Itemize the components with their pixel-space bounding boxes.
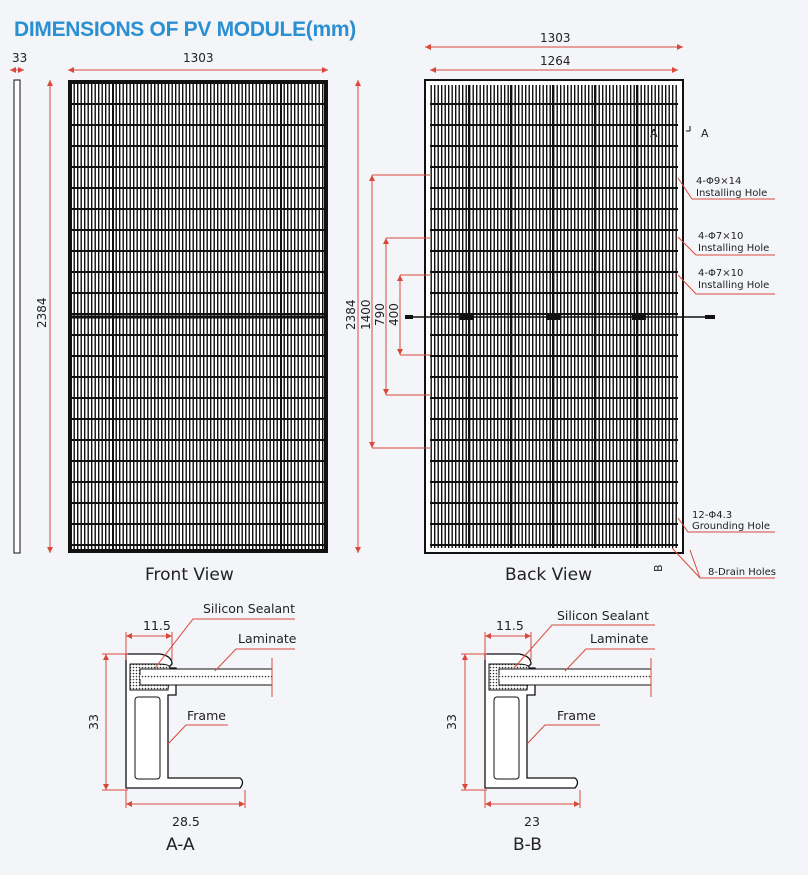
top-width-dim: 11.5 [143,618,171,633]
back-height-dim: 2384 [344,299,358,330]
connector [705,315,715,319]
junction-box [632,314,646,320]
callout-grounding-hole: 12-Φ4.3 Grounding Hole [677,510,775,533]
callout-drain-holes: 8-Drain Holes [671,547,776,579]
hole-spacing-1400: 1400 [359,299,373,330]
height-dim: 33 [444,714,459,730]
callout-text: Installing Hole [696,188,767,199]
section-b-b-label: B-B [513,835,542,855]
thickness-dim: 33 [12,51,27,65]
callout-text: Grounding Hole [692,521,770,532]
back-view-label: Back View [505,565,592,585]
callout-text: 8-Drain Holes [708,567,776,578]
hole-spacing-400: 400 [387,303,401,326]
connector [405,315,413,319]
callout-text: 4-Φ7×10 [698,231,743,242]
laminate-label: Laminate [238,631,297,646]
section-a-a-label: A-A [166,835,195,855]
laminate-label: Laminate [590,631,649,646]
silicon-sealant-label: Silicon Sealant [557,608,649,623]
callout-text: Installing Hole [698,243,769,254]
callout-text: Installing Hole [698,280,769,291]
junction-box [460,314,474,320]
back-view: 1303 1264 2384 1400 790 400 A A B 4-Φ9×1… [344,31,776,585]
front-height-dim: 2384 [35,297,49,328]
back-outer-width-dim: 1303 [540,31,571,45]
section-marker-a-inner: A [650,127,658,140]
callout-installing-hole-7x10-a: 4-Φ7×10 Installing Hole [677,231,775,256]
side-profile: 33 [10,51,27,554]
junction-box [547,314,561,320]
back-inner-width-dim: 1264 [540,54,571,68]
front-view: 1303 2384 Front View [35,51,328,585]
callout-installing-hole-9x14: 4-Φ9×14 Installing Hole [677,176,775,200]
callout-text: 4-Φ9×14 [696,176,741,187]
hole-spacing-790: 790 [373,303,387,326]
callout-text: 12-Φ4.3 [692,510,732,521]
page-title: DIMENSIONS OF PV MODULE(mm) [14,18,356,41]
section-a-a: 11.5 33 28.5 Silicon Sealant Laminate Fr… [86,601,297,855]
front-width-dim: 1303 [183,51,214,65]
frame-label: Frame [557,708,596,723]
section-marker-a: A [701,127,709,140]
section-b-b: 11.5 33 23 Silicon Sealant Laminate Fram… [444,608,655,855]
bottom-width-dim: 28.5 [172,814,200,829]
frame-label: Frame [187,708,226,723]
bottom-width-dim: 23 [524,814,540,829]
top-width-dim: 11.5 [496,618,524,633]
front-view-label: Front View [145,565,234,585]
section-marker-b: B [652,564,665,572]
height-dim: 33 [86,714,101,730]
silicon-sealant-label: Silicon Sealant [203,601,295,616]
callout-installing-hole-7x10-b: 4-Φ7×10 Installing Hole [677,268,775,295]
callout-text: 4-Φ7×10 [698,268,743,279]
